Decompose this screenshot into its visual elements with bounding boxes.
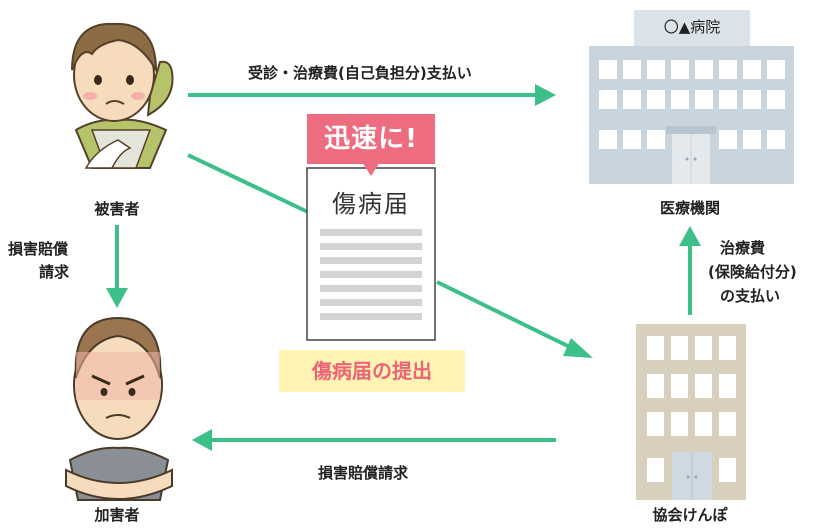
victim-label: 被害者 — [94, 200, 140, 218]
perpetrator-person-icon — [65, 316, 173, 501]
edge-label-claim-line1: 損害賠償 — [8, 240, 69, 258]
edge-label-victim-to-hospital: 受診・治療費(自己負担分)支払い — [248, 64, 472, 82]
arrow-victim-to-association — [187, 153, 593, 358]
document-title: 傷病届 — [332, 190, 410, 218]
hospital-building-icon — [589, 10, 794, 184]
badge-pointer — [362, 162, 380, 176]
association-label: 協会けんぽ — [652, 506, 728, 524]
arrow-association-to-perpetrator — [192, 429, 556, 451]
association-building-icon — [636, 324, 746, 500]
submission-caption: 傷病届の提出 — [279, 350, 465, 392]
hospital-sign: 〇▲病院 — [663, 18, 721, 36]
edge-label-payment-line1: 治療費 — [720, 239, 766, 257]
hospital-label: 医療機関 — [659, 199, 721, 217]
victim-person-icon — [71, 22, 174, 169]
arrow-association-to-hospital — [679, 226, 701, 315]
arrow-victim-to-perpetrator — [106, 225, 128, 308]
edge-label-payment-line3: の支払い — [720, 287, 781, 305]
injury-report-document-icon — [306, 167, 436, 341]
edge-label-payment-line2: (保険給付分) — [708, 263, 797, 281]
edge-label-association-claim: 損害賠償請求 — [318, 464, 409, 482]
urgent-badge: 迅速に! — [307, 114, 435, 164]
perpetrator-label: 加害者 — [94, 506, 140, 524]
arrow-victim-to-hospital — [188, 84, 556, 106]
edge-label-claim-line2: 請求 — [39, 263, 70, 281]
